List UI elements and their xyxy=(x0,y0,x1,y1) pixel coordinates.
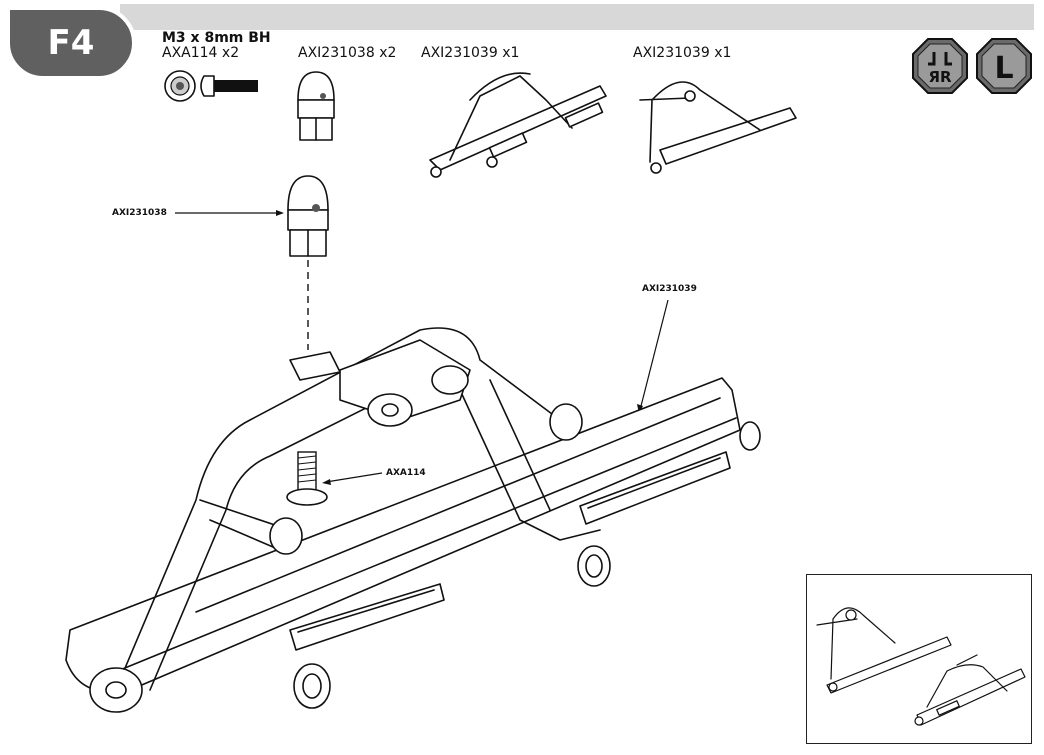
bumper-a-part-name: AXI231039 x1 xyxy=(421,45,520,61)
step-label: F4 xyxy=(47,23,95,63)
bumper-b-small xyxy=(639,81,797,174)
screw-installed xyxy=(286,451,328,506)
post-part-name: AXI231038 x2 xyxy=(298,45,397,61)
svg-text:ЯR: ЯR xyxy=(928,68,952,86)
post-exploded xyxy=(287,175,329,350)
screw-part-name: AXA114 x2 xyxy=(162,45,240,61)
bumper-a-small xyxy=(429,72,607,178)
post-part-icon xyxy=(297,71,335,141)
callout-bumper-label: AXI231039 xyxy=(642,284,697,294)
screw-washer-icon xyxy=(164,70,196,102)
left-side-icon: L xyxy=(976,38,1032,94)
left-side-letter: L xyxy=(994,51,1013,86)
reference-inset xyxy=(806,574,1032,744)
header-bar xyxy=(120,4,1034,30)
screw-side-icon xyxy=(200,75,258,97)
screw-spec: M3 x 8mm BH xyxy=(162,30,271,46)
callout-post-label: AXI231038 xyxy=(112,208,167,218)
inset-illustration xyxy=(816,607,1026,726)
bumper-main xyxy=(65,327,761,713)
bumper-b-part-name: AXI231039 x1 xyxy=(633,45,732,61)
callout-screw-label: AXA114 xyxy=(386,468,426,478)
step-badge: F4 xyxy=(6,6,136,80)
left-right-mirror-icon: ЯR xyxy=(912,38,968,94)
